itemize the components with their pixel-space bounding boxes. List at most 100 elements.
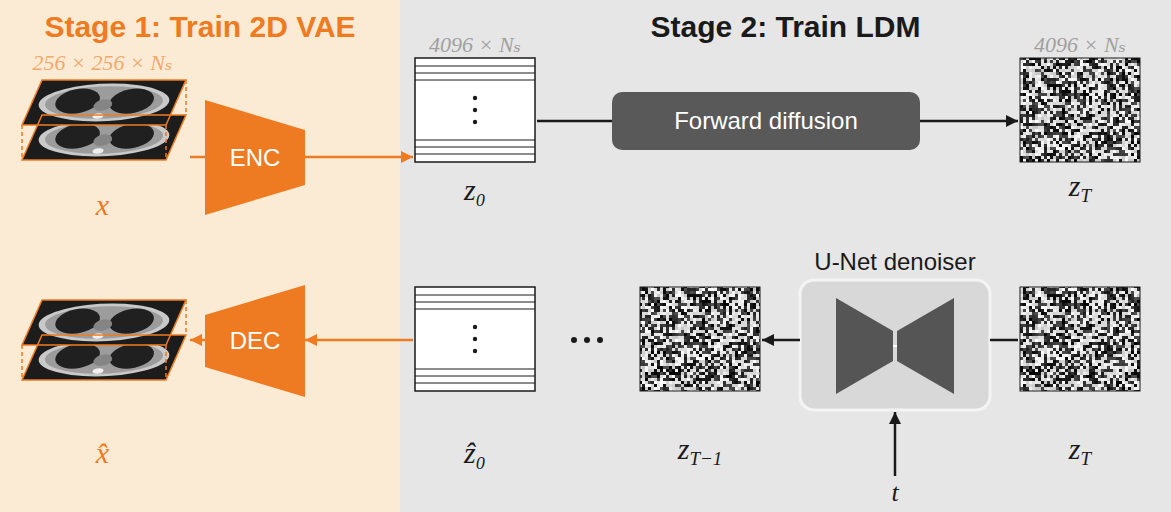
text-slot: zT xyxy=(1018,432,1142,470)
connector xyxy=(920,120,1018,123)
latent-matrix xyxy=(415,309,535,310)
latent-matrix xyxy=(415,66,535,67)
stage-panel: Stage 2: Train LDM4096 × Nₛz₀Forward dif… xyxy=(400,0,1171,512)
text-slot: 4096 × Nₛ xyxy=(1018,32,1142,57)
encoder-shape xyxy=(205,100,305,215)
encoder: ENC xyxy=(205,100,305,215)
ellipsis-dots xyxy=(584,337,590,343)
connector xyxy=(990,339,1018,342)
text-slot: Forward diffusion xyxy=(612,92,920,150)
reconstruction: x̂ xyxy=(15,285,190,470)
text-slot: DEC xyxy=(205,285,305,397)
ct-volume xyxy=(185,300,187,335)
connector xyxy=(305,339,413,342)
noise-latent: 4096 × Nₛ zT xyxy=(1018,32,1142,207)
denoiser: U-Net denoiser xyxy=(800,248,990,410)
ellipsis-dots xyxy=(597,337,603,343)
unet-icon xyxy=(800,280,990,410)
noise-latent: zT xyxy=(1018,285,1142,470)
latent-matrix xyxy=(415,383,535,384)
text-slot: zT xyxy=(1018,169,1142,207)
timestep-arrow xyxy=(894,412,897,476)
ct-volume xyxy=(22,300,186,345)
latent-matrix xyxy=(473,325,477,329)
latent-matrix xyxy=(415,295,535,296)
ct-volume xyxy=(22,300,186,380)
latent-matrix xyxy=(415,287,535,391)
connector xyxy=(190,339,205,342)
ct-volume xyxy=(165,345,167,380)
latent-matrix xyxy=(415,376,535,377)
latent: ẑ₀ xyxy=(413,285,537,470)
connector xyxy=(762,339,800,342)
process-label: Forward diffusion xyxy=(674,107,858,135)
timestep-label: t xyxy=(875,478,915,508)
variable-label: z xyxy=(1069,432,1081,467)
ct-volume xyxy=(22,80,186,160)
ct-volume xyxy=(22,115,186,160)
ct-volume xyxy=(165,125,167,160)
variable-subscript: T xyxy=(1081,185,1092,207)
noise-image xyxy=(1020,287,1140,391)
text-slot: Stage 1: Train 2D VAE xyxy=(0,10,400,45)
noise-latent: zT−1 xyxy=(638,285,762,470)
text-slot: x xyxy=(15,188,190,223)
process-box: Forward diffusion xyxy=(612,92,920,150)
latent-matrix xyxy=(473,337,477,341)
variable-label: z xyxy=(678,432,690,467)
variable-label: x̂ xyxy=(96,436,109,471)
text-slot: 256 × 256 × Nₛ xyxy=(15,50,190,75)
text-slot: 4096 × Nₛ xyxy=(413,32,537,57)
latent-matrix xyxy=(415,287,535,391)
block-label: DEC xyxy=(230,327,281,355)
text-slot: ENC xyxy=(205,100,305,215)
connector xyxy=(537,120,612,123)
latent-matrix xyxy=(415,73,535,74)
stage-panel: Stage 1: Train 2D VAE 256 × 256 × Nₛ x ENC x… xyxy=(0,0,400,512)
variable-label: z₀ xyxy=(464,173,486,208)
dimension-label: 256 × 256 × Nₛ xyxy=(33,50,173,75)
ct-volume xyxy=(22,335,186,380)
unet-icon xyxy=(897,298,954,394)
latent-matrix xyxy=(473,96,477,100)
unet-icon xyxy=(836,298,893,394)
ct-volume xyxy=(22,80,186,125)
text-slot: zT−1 xyxy=(638,432,762,470)
panel-title: Stage 1: Train 2D VAE xyxy=(44,10,355,45)
latent-matrix xyxy=(415,147,535,148)
latent-matrix xyxy=(415,58,535,162)
latent-matrix xyxy=(415,140,535,141)
unet-icon xyxy=(893,345,897,347)
variable-label: ẑ₀ xyxy=(464,436,486,471)
latent-matrix xyxy=(415,302,535,303)
variable-subscript: T−1 xyxy=(689,448,722,470)
latent-matrix xyxy=(473,120,477,124)
latent-matrix xyxy=(473,108,477,112)
ct-volume xyxy=(21,345,23,380)
block-label: ENC xyxy=(230,144,281,172)
ct-volume xyxy=(21,125,23,160)
text-slot: U-Net denoiser xyxy=(800,248,990,276)
latent-matrix xyxy=(415,369,535,370)
decoder-shape xyxy=(205,285,305,397)
input-volume: 256 × 256 × Nₛ x xyxy=(15,50,190,222)
decoder: DEC xyxy=(205,285,305,397)
latent-matrix xyxy=(473,349,477,353)
ct-volume xyxy=(22,300,186,345)
block-heading: U-Net denoiser xyxy=(814,248,975,276)
ellipsis-dots xyxy=(571,337,577,343)
latent-matrix xyxy=(415,80,535,81)
text-slot: x̂ xyxy=(15,436,190,471)
ct-volume xyxy=(185,80,187,115)
ct-volume xyxy=(22,80,186,125)
text-slot: ẑ₀ xyxy=(413,436,537,471)
latent-matrix xyxy=(415,58,535,162)
latent: 4096 × Nₛ z₀ xyxy=(413,32,537,207)
connector xyxy=(305,156,413,159)
dimension-label: 4096 × Nₛ xyxy=(429,32,521,57)
noise-image xyxy=(640,287,760,391)
